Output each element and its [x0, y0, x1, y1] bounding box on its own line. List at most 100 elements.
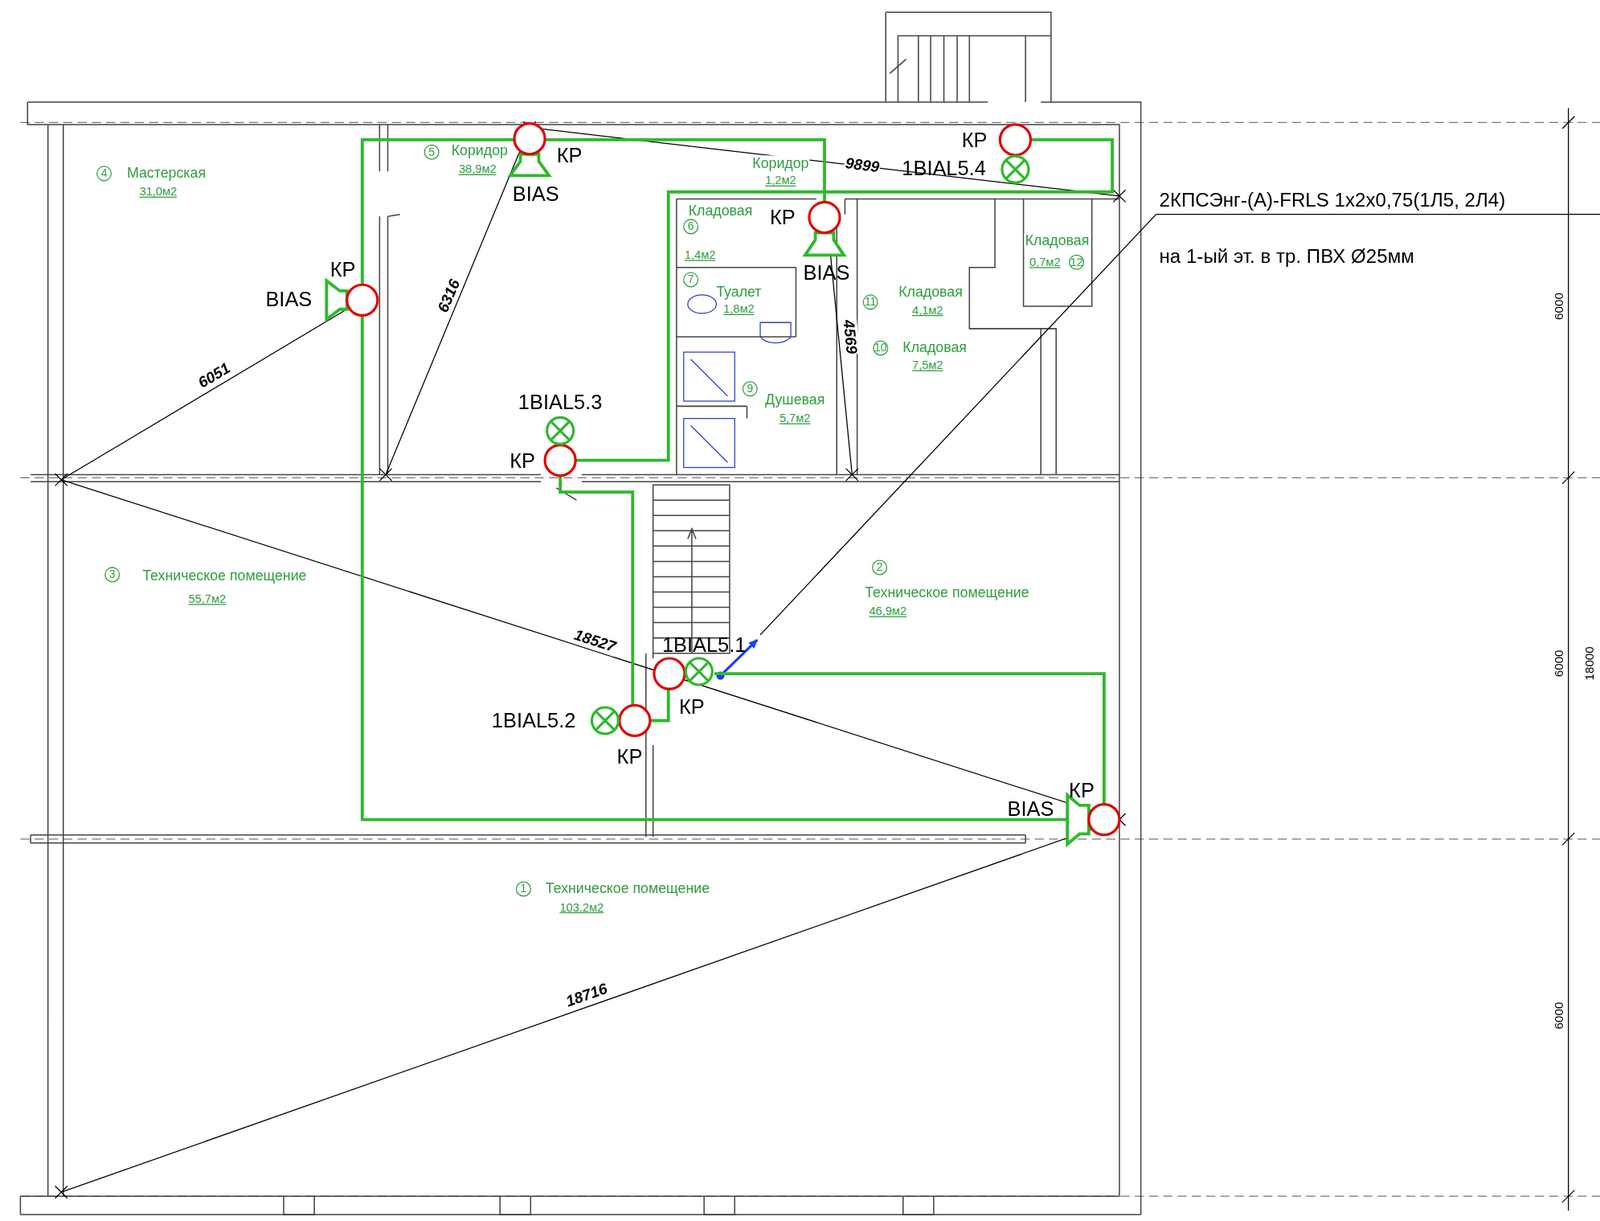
light-indicators-part [551, 421, 570, 440]
room-area: 55,7м2 [187, 592, 227, 606]
room-area: 0,7м2 [1028, 255, 1062, 269]
dimension-lines-part [61, 127, 1120, 1192]
room-name: Кладовая [897, 283, 964, 300]
light-indicators-part [591, 707, 618, 734]
manual-call-points-part [514, 123, 545, 155]
dimension-value: 6051 [194, 359, 234, 393]
room-area: 1,2м2 [764, 174, 798, 188]
device-label: КР [769, 205, 797, 229]
sanitary-fixtures-part [760, 322, 791, 343]
walls-part [676, 199, 1120, 475]
light-indicators-part [685, 658, 713, 685]
room-area: 4,1м2 [911, 303, 945, 317]
sirens-part [1067, 794, 1089, 844]
cable-note: на 1-ый эт. в тр. ПВХ Ø25мм [1158, 246, 1416, 269]
device-label: КР [615, 744, 643, 768]
room-name: Техническое помещение [863, 585, 1031, 602]
room-number: 4 [96, 165, 112, 181]
room-number: 7 [683, 271, 699, 287]
device-label: BIAS [1006, 797, 1055, 820]
room-area: 5,7м2 [778, 412, 812, 426]
alarm-wiring-part [560, 475, 633, 706]
walls [20, 12, 1141, 1215]
light-indicators-part [689, 662, 708, 681]
device-label: BIAS [264, 287, 313, 311]
light-indicators [547, 155, 1029, 734]
manual-call-points-part [654, 658, 685, 689]
device-label: КР [961, 128, 989, 152]
walls-part [918, 35, 970, 103]
axis-dimension: 18000 [1583, 645, 1597, 682]
room-area: 46,9м2 [867, 605, 908, 618]
device-label: КР [508, 449, 537, 472]
device-label: BIAS [511, 182, 560, 205]
room-number: 6 [683, 218, 699, 234]
walls-part [20, 124, 1141, 1215]
device-label: КР [678, 695, 706, 718]
room-number: 1 [515, 880, 532, 897]
sanitary-fixtures [683, 294, 791, 468]
room-name: Кладовая [901, 339, 968, 357]
room-number: 2 [871, 559, 888, 575]
sanitary-fixtures-part [687, 294, 717, 314]
room-number: 3 [104, 566, 120, 582]
sanitary-fixtures-part [691, 359, 729, 397]
room-name: Коридор [751, 155, 811, 172]
manual-call-points-part [1088, 804, 1120, 835]
sanitary-fixtures-part [691, 425, 729, 463]
walls-part [653, 484, 730, 654]
room-name: Кладовая [1023, 233, 1090, 250]
room-number: 10 [872, 339, 888, 356]
room-number: 5 [424, 144, 440, 160]
sirens-part [326, 280, 347, 320]
device-label: 1BIAL5.4 [900, 157, 987, 181]
cable-leader-part [760, 214, 1600, 635]
walls-part [676, 199, 846, 475]
dimension-value: 18716 [562, 979, 610, 1011]
light-indicators-part [1006, 159, 1025, 179]
room-area: 1,8м2 [722, 302, 756, 316]
walls-part [379, 124, 400, 475]
device-label: BIAS [802, 261, 851, 284]
dimension-value: 4569 [839, 318, 861, 357]
walls-part [646, 653, 654, 838]
manual-call-points-part [809, 201, 840, 233]
axis-dimension: 6000 [1552, 1000, 1567, 1030]
walls-part [27, 102, 1141, 1215]
walls-part [969, 199, 1092, 475]
room-name: Кладовая [687, 203, 753, 220]
light-indicators-part [547, 417, 574, 444]
room-area: 31,0м2 [138, 185, 178, 199]
walls-part [889, 59, 906, 74]
sirens-part [805, 233, 844, 256]
axis-dimension: 6000 [1552, 291, 1567, 321]
room-area: 38,9м2 [458, 163, 498, 176]
light-indicators-part [1002, 155, 1029, 183]
dimension-lines [55, 121, 1126, 1199]
dimension-lines-part [55, 121, 1126, 1199]
cable-leader [716, 214, 1600, 680]
alarm-wiring [362, 139, 1113, 820]
sanitary-fixtures-part [683, 351, 735, 402]
alarm-wiring-part [574, 139, 1113, 461]
device-label: 1BIAL5.2 [491, 709, 577, 733]
manual-call-points-part [347, 284, 378, 316]
light-indicators-part [596, 711, 615, 730]
dimension-value: 9899 [842, 155, 881, 176]
sirens [326, 154, 1089, 844]
room-number: 12 [1068, 254, 1085, 271]
axis-lines [20, 122, 1600, 1196]
room-name: Душевая [764, 392, 827, 409]
alarm-wiring-part [362, 139, 1067, 820]
manual-call-points-part [999, 124, 1031, 156]
walls-part [30, 474, 1120, 482]
device-label: КР [329, 257, 357, 281]
alarm-wiring-part [650, 688, 669, 721]
room-area: 1,4м2 [683, 248, 717, 262]
walls-part [283, 1195, 934, 1215]
walls-part [30, 834, 1026, 843]
room-area: 103,2м2 [558, 900, 605, 914]
walls-part [885, 12, 1052, 103]
